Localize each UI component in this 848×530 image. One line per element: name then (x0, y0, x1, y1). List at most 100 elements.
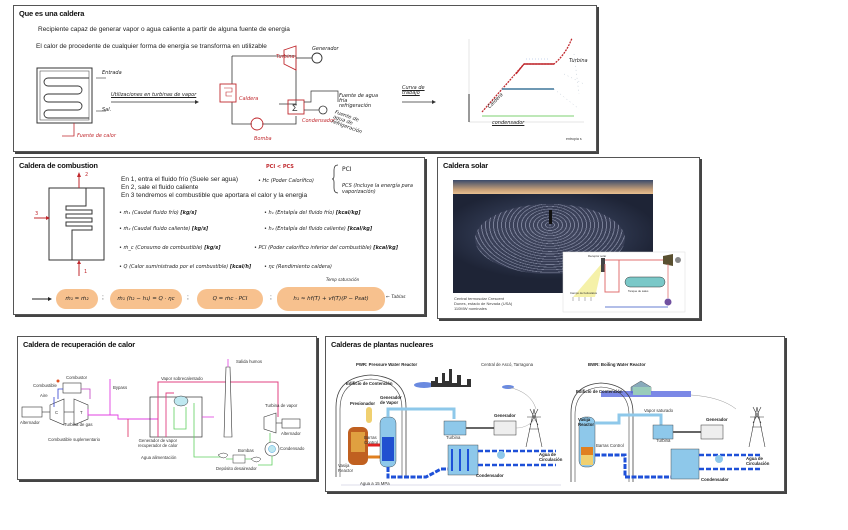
pwr-label-agua-mpa: Agua a 15 MPa (360, 481, 390, 486)
pcs-label: PCS (Incluye la energía para vaporizació… (342, 183, 413, 195)
solar-caption: Central termosolar Crescent Dunes, estad… (454, 296, 513, 311)
var-m1-unit: [kg/s] (180, 210, 197, 216)
var-pci-desc: • PCI (Poder calorífico inferior del com… (254, 245, 372, 251)
panel-title: Caldera de recuperación de calor (23, 340, 135, 349)
var-mc-unit: [kg/s] (204, 245, 221, 251)
separator: ; (187, 294, 189, 301)
label-ts-turbina: Turbina (569, 58, 588, 64)
var-m2: • ṁ₂ (Caudal fluido caliente) [kg/s] (119, 226, 208, 232)
step-2: En 2, sale el fluido caliente (121, 184, 199, 191)
definition-line-1: Recipiente capaz de generar vapor o agua… (38, 26, 290, 33)
pwr-diagram (335, 369, 561, 486)
label-salida-humos: Salida humos (236, 359, 263, 364)
label-bombas: Bombas (238, 448, 254, 453)
panel-caldera-de-combustion: Caldera de combustion 2 3 1 En 1, entra … (13, 157, 425, 315)
panel-que-es-una-caldera: Que es una caldera Recipiente capaz de g… (13, 5, 597, 152)
bwr-label-turbina: Turbina (656, 438, 671, 443)
bwr-label-agua-circ: Agua de Circulación (746, 456, 770, 466)
label-utilizaciones: Utilizaciones en turbinas de vapor (111, 92, 197, 98)
label-ts-axis-x: entropía s (566, 137, 582, 141)
label-curva-trabajo: Curva de trabajo (402, 85, 425, 96)
label-condensado: Condensado (280, 446, 305, 451)
pwr-label-generador: Generador (494, 413, 516, 418)
label-heliostatos: Campo de heliostatos (570, 291, 598, 295)
combustion-boiler-sketch (34, 172, 105, 276)
label-caldera: Caldera (239, 96, 259, 102)
pc-compare: PCI < PCS (266, 164, 294, 170)
arrow-right-icon (402, 100, 436, 104)
label-aire: Aire (40, 393, 48, 398)
label-t: T (80, 410, 83, 415)
arrow-right-icon (111, 100, 199, 104)
hrsg-diagram (21, 359, 301, 466)
label-tanque: Tanque de sales (628, 289, 649, 293)
label-agua-refrigeracion: Fuente de agua de refrigeración (330, 109, 363, 136)
pwr-label-edificio: Edificio de Contención (346, 381, 393, 386)
var-m2-desc: • ṁ₂ (Caudal fluido caliente) (119, 226, 191, 232)
var-h2-desc: • h₂ (Entalpía del fluido caliente) (264, 226, 346, 232)
label-combustor: Combustor (66, 375, 88, 380)
var-q-desc: • Q (Calor suministrado por el combustib… (119, 264, 229, 270)
label-bypass: Bypass (113, 385, 128, 390)
step-3: En 3 tendremos el combustible que aporta… (121, 192, 308, 199)
var-mc: • ṁ_c (Consumo de combustible) [kg/s] (119, 245, 221, 251)
var-q-unit: [kcal/h] (229, 264, 252, 270)
label-turbina-gas: Turbina de gas (64, 422, 93, 427)
separator: ; (270, 294, 272, 301)
var-eta: • ηc (Rendimiento caldera) (264, 264, 332, 270)
label-receptor: Receptor solar (588, 254, 607, 258)
label-agua-alimentacion: Agua alimentación (141, 455, 177, 460)
equation-note: Temp saturación (326, 277, 360, 282)
rankine-cycle-sketch: Σ (219, 45, 339, 131)
panel-title: Calderas de plantas nucleares (331, 340, 434, 349)
pwr-label-turbina: Turbina (446, 435, 461, 440)
label-turbina: Turbina (276, 54, 295, 60)
equation-enthalpy: h₁ ≈ hf(T) + vf(T)(P − Psat) (277, 287, 385, 311)
pwr-label-barras: Barras Control (364, 435, 378, 445)
var-h2-unit: [kcal/kg] (347, 226, 373, 232)
definition-line-2: El calor de procedente de cualquier form… (36, 43, 267, 50)
var-pci-unit: [kcal/kg] (373, 245, 398, 251)
bwr-label-barras: Barras Control (596, 443, 624, 448)
point-label-3: 3 (35, 211, 39, 217)
label-alternador-right: Alternador (281, 431, 301, 436)
bwr-diagram (570, 380, 766, 482)
var-mc-desc: • ṁ_c (Consumo de combustible) (119, 245, 203, 251)
pwr-label-agua-circ: Agua de Circulación (539, 452, 563, 462)
var-h1-desc: • h₁ (Entalpía del fluido frío) (264, 210, 335, 216)
var-eta-desc: • ηc (Rendimiento caldera) (264, 264, 332, 270)
point-label-2: 2 (85, 172, 89, 178)
label-comb-supl: Combustible suplementario (48, 437, 101, 442)
panel-caldera-solar: Caldera solar Central termosolar Crescen… (437, 157, 700, 319)
tower (549, 210, 552, 224)
label-deposito: Depósito desaireador (216, 466, 257, 471)
var-h1: • h₁ (Entalpía del fluido frío) [kcal/kg… (264, 210, 361, 216)
pwr-label-generador-vapor: Generador de Vapor (380, 395, 402, 405)
var-q: • Q (Calor suministrado por el combustib… (119, 264, 251, 270)
panel-title: Caldera solar (443, 161, 488, 170)
label-fuente-calor: Fuente de calor (77, 133, 116, 139)
bwr-label-vasija: Vasija Reactor (578, 417, 595, 427)
pci-label: PCI (342, 166, 352, 173)
brace-icon (331, 164, 339, 194)
solar-schematic (562, 251, 686, 313)
label-alternador-left: Alternador (20, 420, 40, 425)
label-generador: Generador (312, 46, 339, 52)
var-h1-unit: [kcal/kg] (335, 210, 361, 216)
equation-mass-balance: ṁ₁ = ṁ₂ (56, 289, 98, 309)
label-salida: Sal. (102, 107, 112, 113)
separator: ; (102, 294, 104, 301)
bwr-label-edificio: Edificio de Contención (576, 389, 623, 394)
arrow-right-icon (32, 297, 52, 301)
var-m1-desc: • ṁ₁ (Caudal fluido frío) (119, 210, 179, 216)
step-1: En 1, entra el fluido frío (Suele ser ag… (121, 176, 239, 183)
equation-heat-supply: Q = ṁc · PCI (197, 289, 263, 309)
bwr-heading: BWR: Boiling Water Reactor (588, 362, 646, 367)
var-pci: • PCI (Poder calorífico inferior del com… (254, 245, 398, 251)
bwr-label-vapor: Vapor saturado (644, 408, 674, 413)
label-bomba: Bomba (254, 136, 272, 142)
label-generador-vapor: Generador de vapor recuperador de calor (138, 438, 178, 448)
var-m2-unit: [kg/s] (191, 226, 209, 232)
label-c: C (55, 410, 59, 415)
pwr-label-condensador: Condensador (476, 473, 504, 478)
